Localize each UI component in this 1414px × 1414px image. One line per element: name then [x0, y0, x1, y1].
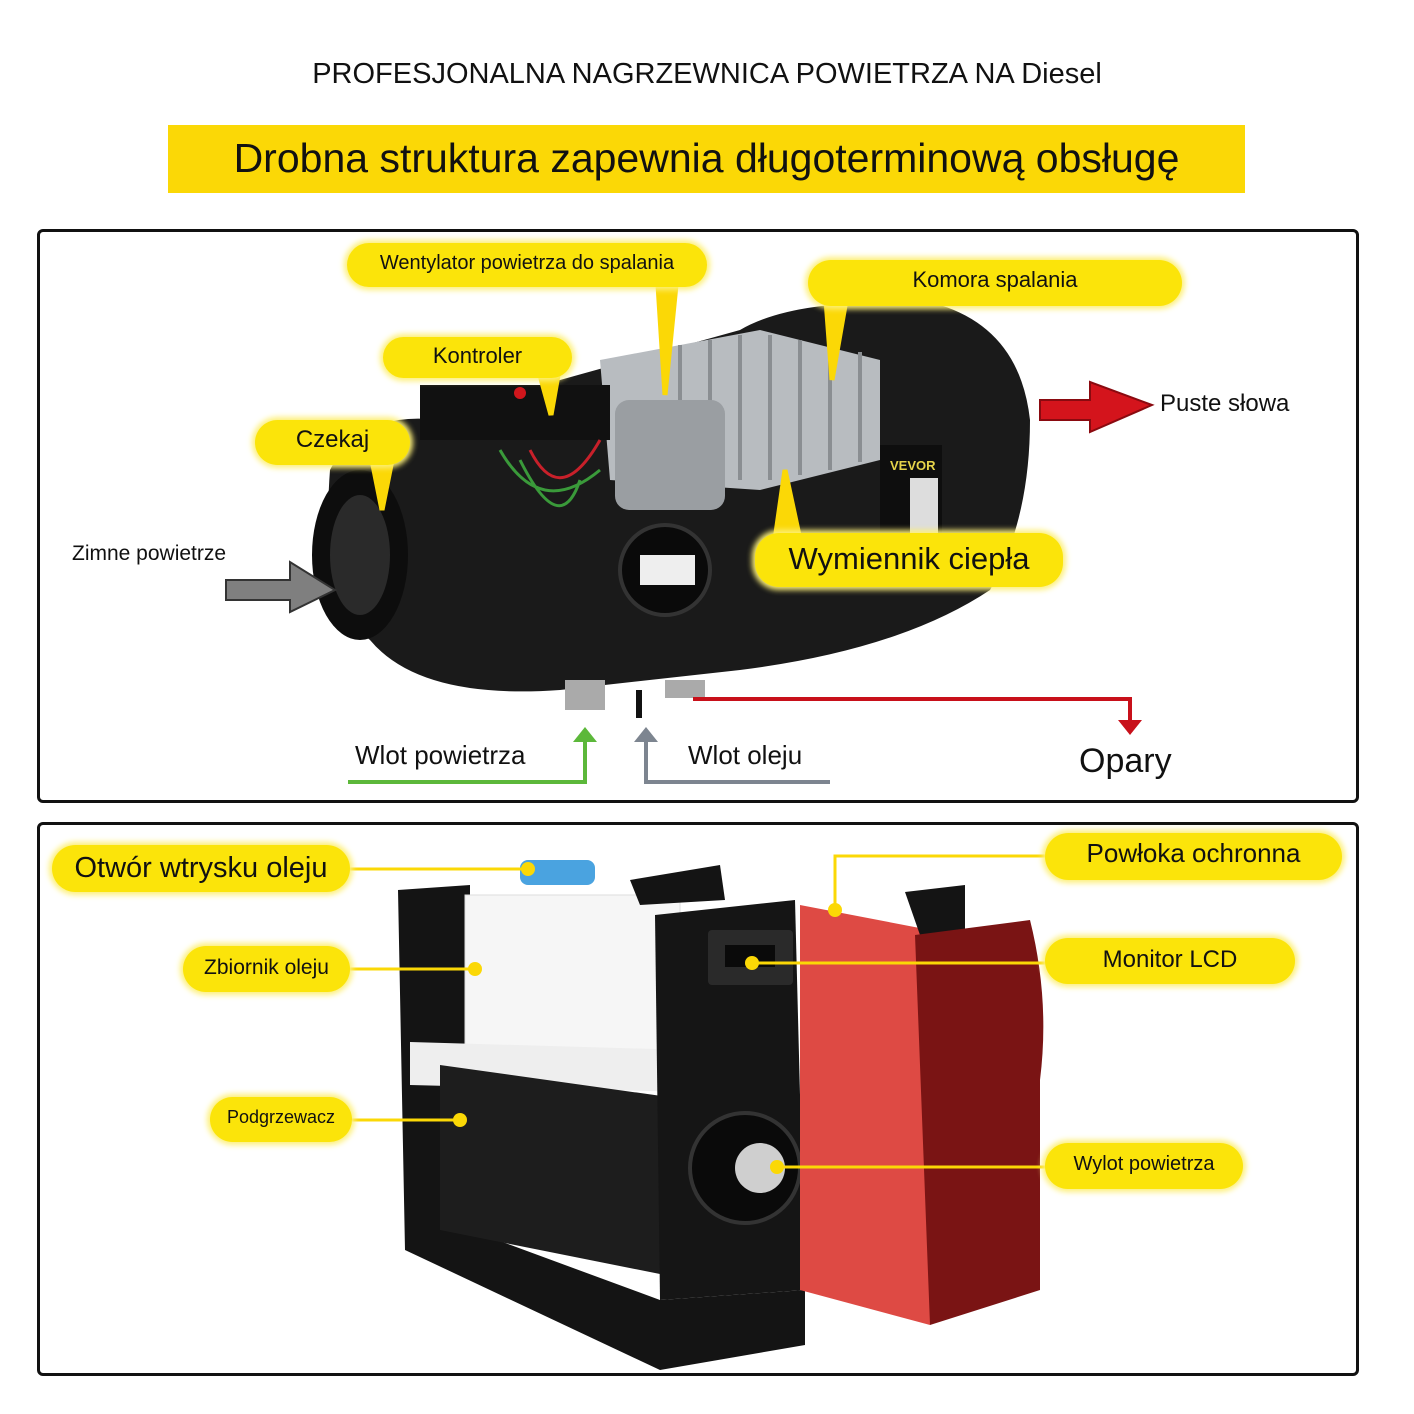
fumes-arrow — [693, 697, 1132, 722]
heater-illustration: VEVOR — [312, 302, 1030, 718]
label-lcd: Monitor LCD — [1045, 938, 1295, 984]
top-panel — [37, 229, 1359, 803]
label-chamber: Komora spalania — [808, 260, 1182, 306]
label-empty: Puste słowa — [1160, 390, 1290, 417]
page-title: PROFESJONALNA NAGRZEWNICA POWIETRZA NA D… — [312, 58, 1102, 90]
label-exchanger: Wymiennik ciepła — [755, 533, 1063, 587]
label-fumes: Opary — [1079, 742, 1172, 780]
label-cold-air: Zimne powietrze — [72, 542, 227, 565]
brand-logo: VEVOR — [890, 458, 936, 473]
label-oil-port: Otwór wtrysku oleju — [52, 845, 350, 892]
label-tank: Zbiornik oleju — [183, 946, 350, 992]
oil-inlet-arrow — [644, 738, 830, 784]
bottom-panel — [37, 822, 1359, 1376]
label-cover: Powłoka ochronna — [1045, 833, 1342, 880]
cold-air-arrow — [225, 560, 338, 614]
air-inlet-arrow — [348, 738, 587, 784]
label-oil-inlet: Wlot oleju — [688, 740, 803, 770]
exhaust-arrow — [1039, 380, 1155, 434]
label-outlet: Wylot powietrza — [1045, 1143, 1243, 1189]
label-controller: Kontroler — [383, 337, 572, 378]
label-heater: Podgrzewacz — [210, 1097, 352, 1142]
label-wait: Czekaj — [255, 420, 410, 465]
banner-heading: Drobna struktura zapewnia długoterminową… — [168, 125, 1245, 193]
label-air-inlet: Wlot powietrza — [355, 740, 526, 770]
label-fan: Wentylator powietrza do spalania — [347, 243, 707, 287]
heater-unit-illustration — [398, 860, 1044, 1370]
